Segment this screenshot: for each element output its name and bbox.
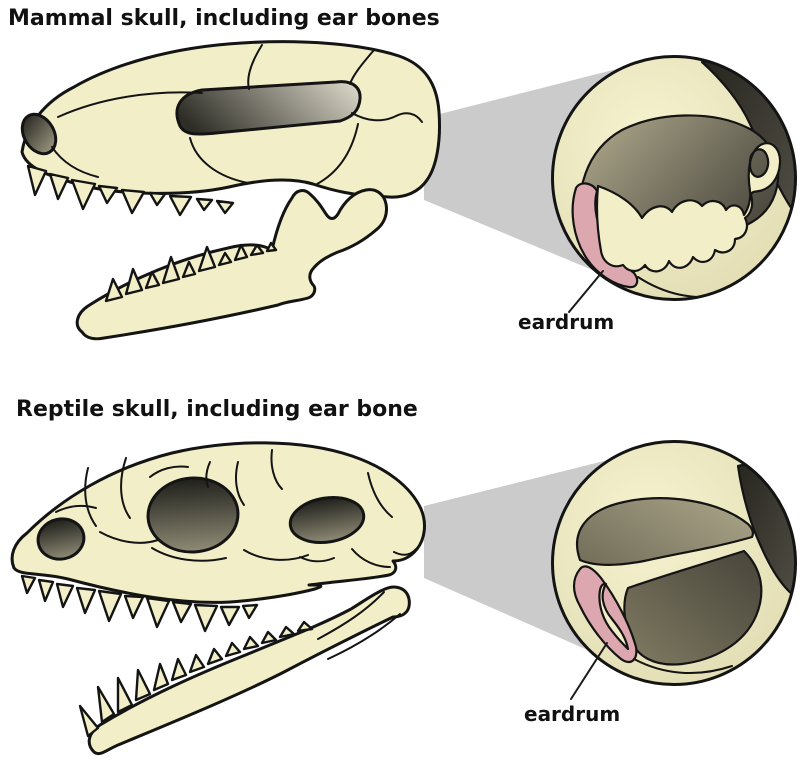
mammal-eardrum-leader-line [568,270,604,313]
reptile-eardrum-leader-line [570,642,608,700]
mammal-title: Mammal skull, including ear bones [8,6,440,31]
reptile-lower-jaw [87,585,411,756]
mammal-lower-teeth [104,241,278,303]
mammal-upper-teeth [26,164,235,217]
reptile-jaw-sutures [317,591,401,660]
mammal-eardrum-label: eardrum [518,310,615,334]
mammal-section [20,40,797,341]
reptile-eardrum-label: eardrum [524,702,621,726]
reptile-temporal-fenestra [288,496,366,544]
reptile-naris-opening [36,517,86,561]
reptile-quadrate-line [633,658,733,674]
reptile-upper-cavity [575,497,755,567]
reptile-lower-teeth [78,620,314,738]
mammal-naris-opening [20,112,58,156]
mammal-temporal-fenestra [175,80,362,136]
mammal-skull-sutures [51,44,423,185]
reptile-orbit-opening [146,476,240,554]
mammal-lower-jaw [75,188,388,341]
reptile-title: Reptile skull, including ear bone [16,397,418,422]
reptile-stapes-footplate [598,582,630,651]
reptile-section [10,440,797,756]
reptile-skull-sutures [55,449,417,568]
mammal-inset-border [551,55,797,301]
reptile-upper-teeth [20,574,259,633]
reptile-inset-border [551,440,797,686]
mammal-ear-ossicles [595,142,782,273]
